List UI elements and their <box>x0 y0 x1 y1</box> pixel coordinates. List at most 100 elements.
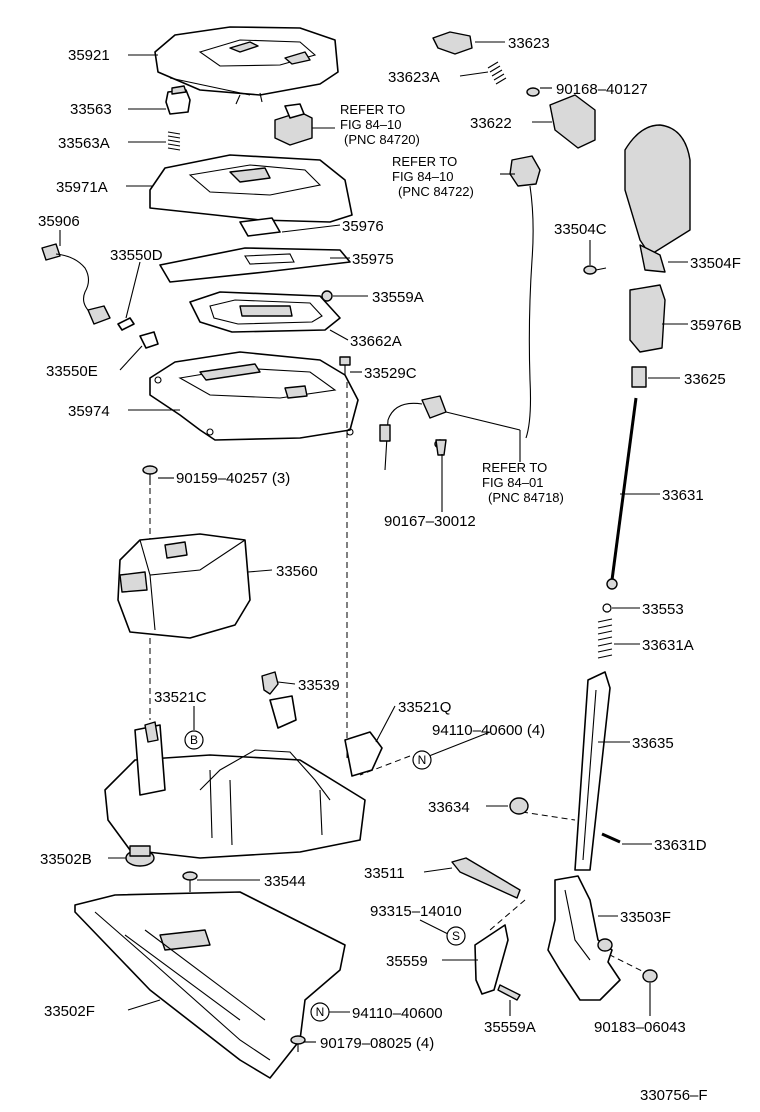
part-33553-drawing <box>602 603 612 613</box>
leader-lines <box>59 41 688 1043</box>
label-33625: 33625 <box>684 371 726 388</box>
label-33559a: 33559A <box>372 289 424 306</box>
part-33634-drawing <box>509 797 529 815</box>
part-33550d-drawing <box>117 317 135 331</box>
label-33635: 33635 <box>632 735 674 752</box>
part-33503f-drawing <box>547 875 621 1001</box>
refer-84718-line3: (PNC 84718) <box>488 490 564 505</box>
label-33634: 33634 <box>428 799 470 816</box>
label-33563: 33563 <box>70 101 112 118</box>
label-35975: 35975 <box>352 251 394 268</box>
label-33631a: 33631A <box>642 637 694 654</box>
part-33631d-drawing <box>601 832 621 844</box>
label-90159: 90159–40257 (3) <box>176 470 290 487</box>
label-33521c: 33521C <box>154 689 207 706</box>
label-33623: 33623 <box>508 35 550 52</box>
part-33504f-drawing <box>624 124 691 273</box>
part-33635-drawing <box>574 671 611 871</box>
label-33553: 33553 <box>642 601 684 618</box>
part-90183-drawing <box>642 969 658 983</box>
label-33502b: 33502B <box>40 851 92 868</box>
label-35559a: 35559A <box>484 1019 536 1036</box>
label-33504c: 33504C <box>554 221 607 238</box>
label-90183: 90183–06043 <box>594 1019 686 1036</box>
label-35921: 35921 <box>68 47 110 64</box>
symbol-n-lower-label: N <box>316 1005 325 1019</box>
label-33631d: 33631D <box>654 837 707 854</box>
part-33623a-drawing <box>487 61 507 85</box>
part-33502b-drawing <box>125 845 155 867</box>
label-33503f: 33503F <box>620 909 671 926</box>
part-35976b-drawing <box>629 284 666 353</box>
part-33502f-drawing <box>74 891 346 1079</box>
part-33504c-drawing <box>583 265 607 275</box>
symbol-n-lower: N <box>310 1002 330 1022</box>
refer-84722-line1: REFER TO <box>392 154 457 169</box>
part-35975-drawing <box>159 247 351 283</box>
label-35974: 35974 <box>68 403 110 420</box>
label-33563a: 33563A <box>58 135 110 152</box>
part-90168-drawing <box>526 87 540 97</box>
label-35906: 35906 <box>38 213 80 230</box>
label-33504f: 33504F <box>690 255 741 272</box>
symbol-s: S <box>446 926 466 946</box>
part-base-assembly-drawing <box>104 695 383 859</box>
refer-84722-line3: (PNC 84722) <box>398 184 474 199</box>
label-33550e: 33550E <box>46 363 98 380</box>
refer-84720-line3: (PNC 84720) <box>344 132 420 147</box>
label-33539: 33539 <box>298 677 340 694</box>
part-35559a-drawing <box>497 984 521 1001</box>
label-94110-lower: 94110–40600 <box>352 1005 443 1022</box>
part-33625-drawing <box>631 366 647 388</box>
part-33662a-drawing <box>189 291 341 333</box>
symbol-n-upper-label: N <box>418 753 427 767</box>
symbol-n-upper: N <box>412 750 432 770</box>
part-33631-drawing <box>606 397 638 590</box>
ref-84718-drawing <box>379 395 447 471</box>
part-33559a-drawing <box>321 290 333 302</box>
refer-note-84722: REFER TO FIG 84–10 (PNC 84722) <box>392 154 474 199</box>
label-33550d: 33550D <box>110 247 163 264</box>
label-33631: 33631 <box>662 487 704 504</box>
label-33529c: 33529C <box>364 365 417 382</box>
part-33550e-drawing <box>139 331 159 349</box>
part-35559-drawing <box>474 924 509 995</box>
refer-84722-line2: FIG 84–10 <box>392 169 453 184</box>
figure-number: 330756–F <box>640 1087 708 1104</box>
label-35559: 35559 <box>386 953 428 970</box>
part-35971a-drawing <box>149 154 353 223</box>
part-35976-drawing <box>239 217 281 237</box>
part-33511-drawing <box>451 857 521 899</box>
label-90167: 90167–30012 <box>384 513 476 530</box>
ref-84722-drawing <box>509 155 541 439</box>
symbol-b-label: B <box>190 733 198 747</box>
label-33662a: 33662A <box>350 333 402 350</box>
label-93315: 93315–14010 <box>370 903 462 920</box>
part-35974-drawing <box>149 351 359 441</box>
label-35971a: 35971A <box>56 179 108 196</box>
refer-note-84718: REFER TO FIG 84–01 (PNC 84718) <box>482 460 564 505</box>
ref-84720-drawing <box>274 103 313 146</box>
refer-84718-line1: REFER TO <box>482 460 547 475</box>
part-33622-drawing <box>549 94 596 149</box>
label-35976b: 35976B <box>690 317 742 334</box>
refer-84720-line1: REFER TO <box>340 102 405 117</box>
label-35976: 35976 <box>342 218 384 235</box>
part-90179-drawing <box>290 1035 306 1052</box>
part-33560-drawing <box>117 533 251 639</box>
refer-note-84720: REFER TO FIG 84–10 (PNC 84720) <box>340 102 420 147</box>
part-35906-drawing <box>41 243 111 325</box>
label-90179: 90179–08025 (4) <box>320 1035 434 1052</box>
part-33631a-drawing <box>597 618 613 659</box>
part-33563-drawing <box>165 85 191 115</box>
refer-84718-line2: FIG 84–01 <box>482 475 543 490</box>
part-35921-drawing <box>154 26 339 105</box>
label-90168: 90168–40127 <box>556 81 648 98</box>
part-33544-drawing <box>182 871 198 892</box>
label-33502f: 33502F <box>44 1003 95 1020</box>
label-33623a: 33623A <box>388 69 440 86</box>
refer-84720-line2: FIG 84–10 <box>340 117 401 132</box>
label-33622: 33622 <box>470 115 512 132</box>
label-94110-upper: 94110–40600 (4) <box>432 722 545 739</box>
